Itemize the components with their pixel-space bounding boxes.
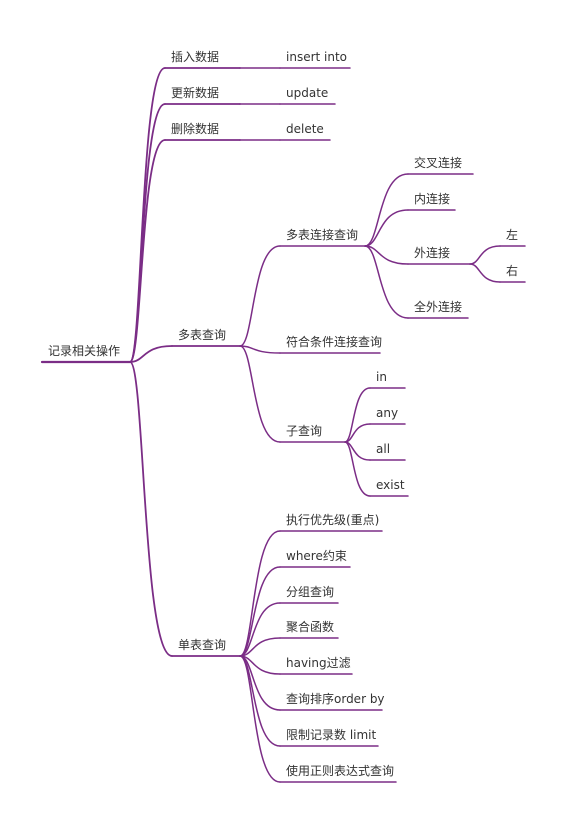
node-where约束[interactable]: where约束 xyxy=(286,548,347,563)
node-in[interactable]: in xyxy=(376,370,387,384)
branch-link xyxy=(239,345,281,354)
node-查询排序order-by[interactable]: 查询排序order by xyxy=(286,691,385,706)
node-内连接[interactable]: 内连接 xyxy=(414,191,450,206)
node-单表查询[interactable]: 单表查询 xyxy=(178,638,226,652)
branch-link xyxy=(344,441,371,497)
branch-link xyxy=(364,209,409,247)
node-插入数据[interactable]: 插入数据 xyxy=(171,49,219,64)
branch-link xyxy=(364,245,409,265)
branch-link xyxy=(239,345,281,443)
node-记录相关操作[interactable]: 记录相关操作 xyxy=(48,343,120,358)
branch-link xyxy=(239,245,281,347)
branch-link xyxy=(129,361,173,657)
mindmap-links xyxy=(40,67,526,783)
branch-link xyxy=(239,602,281,657)
node-update[interactable]: update xyxy=(286,86,328,100)
mindmap-nodes: 记录相关操作 插入数据 insert into 更新数据 update 删除数据 delet… xyxy=(48,49,518,778)
branch-link xyxy=(239,655,281,783)
branch-link xyxy=(239,566,281,657)
branch-link xyxy=(344,387,371,443)
node-insert-into[interactable]: insert into xyxy=(286,50,347,64)
node-多表查询[interactable]: 多表查询 xyxy=(178,328,226,342)
branch-link xyxy=(364,173,409,247)
node-any[interactable]: any xyxy=(376,406,398,420)
branch-link xyxy=(344,423,371,443)
node-多表连接查询[interactable]: 多表连接查询 xyxy=(286,227,358,242)
node-交叉连接[interactable]: 交叉连接 xyxy=(414,155,462,170)
node-删除数据[interactable]: 删除数据 xyxy=(171,121,219,136)
branch-link xyxy=(469,263,501,283)
node-子查询[interactable]: 子查询 xyxy=(286,424,322,438)
node-全外连接[interactable]: 全外连接 xyxy=(414,299,462,314)
node-聚合函数[interactable]: 聚合函数 xyxy=(286,619,334,634)
node-更新数据[interactable]: 更新数据 xyxy=(171,85,219,100)
node-限制记录数-limit[interactable]: 限制记录数 limit xyxy=(286,727,377,742)
branch-link xyxy=(239,637,281,657)
node-having过滤[interactable]: having过滤 xyxy=(286,656,351,670)
node-使用正则表达式查询[interactable]: 使用正则表达式查询 xyxy=(286,763,394,778)
node-左[interactable]: 左 xyxy=(506,227,518,242)
branch-link xyxy=(239,530,281,657)
branch-link xyxy=(469,245,501,265)
node-外连接[interactable]: 外连接 xyxy=(414,245,450,260)
branch-link xyxy=(129,139,166,363)
node-分组查询[interactable]: 分组查询 xyxy=(286,585,334,599)
node-右[interactable]: 右 xyxy=(506,263,518,278)
branch-link xyxy=(129,345,173,363)
node-符合条件连接查询[interactable]: 符合条件连接查询 xyxy=(286,334,382,349)
node-执行优先级-重点[interactable]: 执行优先级(重点) xyxy=(286,513,379,527)
node-delete[interactable]: delete xyxy=(286,122,324,136)
node-exist[interactable]: exist xyxy=(376,478,405,492)
branch-link xyxy=(129,67,166,363)
branch-link xyxy=(364,245,409,319)
node-all[interactable]: all xyxy=(376,442,390,456)
